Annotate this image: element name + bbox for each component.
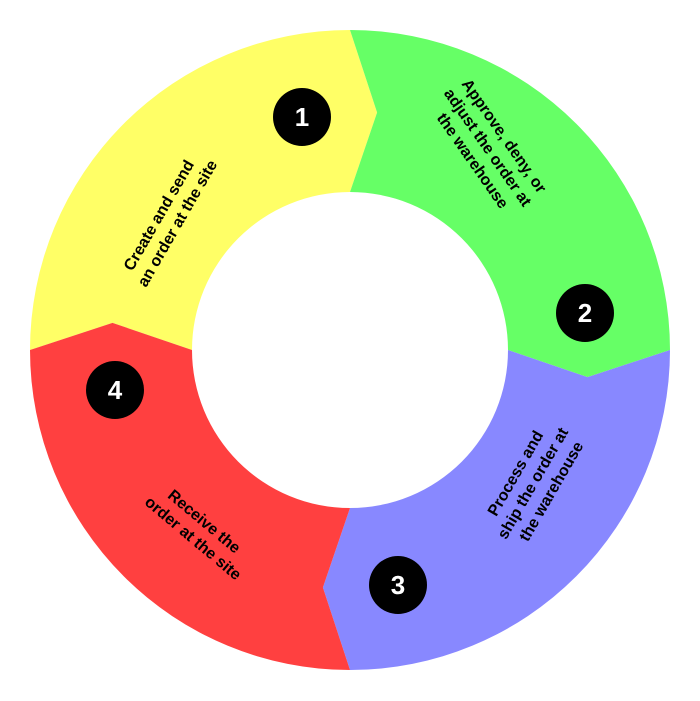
segment-step-2 (350, 30, 670, 378)
step-4-number: 4 (108, 375, 123, 405)
step-1-badge: 1 (273, 88, 331, 146)
step-3-badge: 3 (369, 556, 427, 614)
segment-step-4 (30, 322, 350, 670)
step-2-badge: 2 (556, 284, 614, 342)
step-4-badge: 4 (86, 361, 144, 419)
step-2-number: 2 (578, 298, 592, 328)
step-1-number: 1 (295, 102, 309, 132)
step-3-number: 3 (391, 570, 405, 600)
